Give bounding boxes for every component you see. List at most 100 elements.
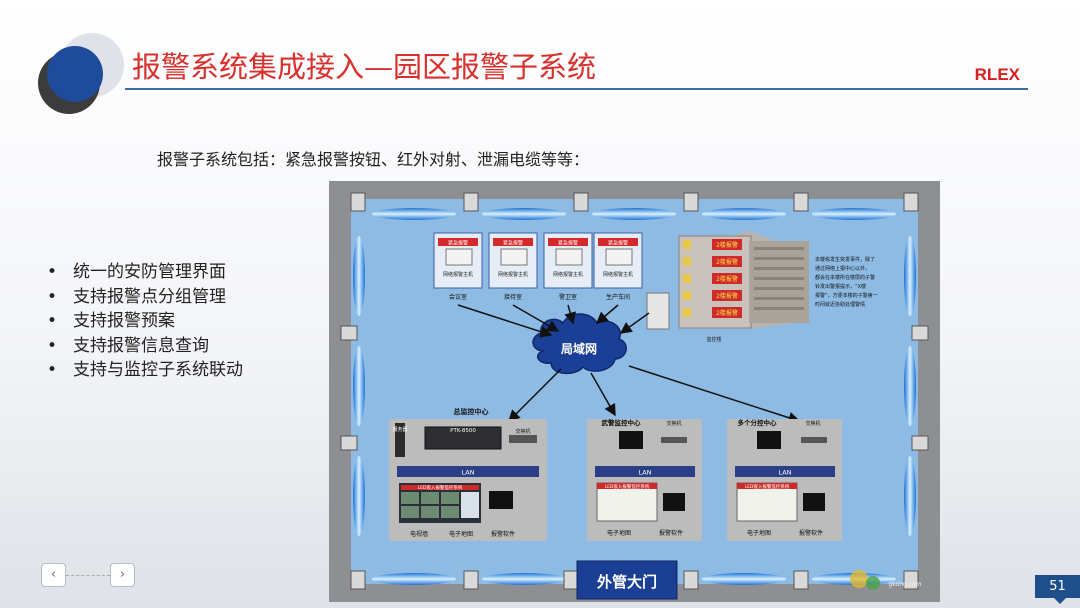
feature-item: 支持报警点分组管理 xyxy=(47,285,243,310)
ir-detector xyxy=(683,570,699,590)
ir-beam xyxy=(372,208,456,220)
center-item: 电子地图 xyxy=(449,530,473,538)
prev-slide-button[interactable]: ‹ xyxy=(41,563,66,587)
svg-text:报警”，方便本楼的子警第一: 报警”，方便本楼的子警第一 xyxy=(815,292,878,299)
panel-text: 网络报警主机 xyxy=(443,271,473,278)
feature-list: 统一的安防管理界面 支持报警点分组管理 支持报警预案 支持报警信息查询 支持与监… xyxy=(47,260,243,383)
alarm-host-device xyxy=(646,292,670,330)
gate-label: 外管大门 xyxy=(596,573,657,591)
ir-detector xyxy=(340,325,358,341)
ir-detector xyxy=(911,435,929,451)
network-links xyxy=(457,304,801,424)
ir-detector xyxy=(350,570,366,590)
panel-caption: 生产车间 xyxy=(606,293,630,301)
link-arrow xyxy=(507,368,562,423)
feature-item: 支持报警预案 xyxy=(47,309,243,334)
panel-header: 紧急报警 xyxy=(558,240,578,247)
ir-detector xyxy=(573,192,589,212)
ir-detectors xyxy=(340,192,929,590)
link-arrow xyxy=(564,304,576,325)
panel-text: 网络报警主机 xyxy=(553,271,583,278)
ir-detector xyxy=(903,192,919,212)
building-caption: 监控楼 xyxy=(706,336,721,343)
ir-beam xyxy=(592,208,676,220)
ir-detector xyxy=(463,570,479,590)
alarm-system-diagram: 紧急报警 网络报警主机 会议室 紧急报警 网络报警主机 接待室 紧急报警 网络报… xyxy=(329,181,940,602)
panel-text: 网络报警主机 xyxy=(603,271,633,278)
control-center-main: 总监控中心 服务器 PTK-8500 交换机 LAN LED嵌入报警监控系统 电… xyxy=(389,407,547,541)
panel-caption: 会议室 xyxy=(449,293,467,301)
link-arrow xyxy=(457,304,553,338)
alarm-panel: 紧急报警 网络报警主机 接待室 xyxy=(488,232,538,301)
alarm-panel: 紧急报警 网络报警主机 警卫室 xyxy=(543,232,593,301)
slide-title: 报警系统集成接入—园区报警子系统 xyxy=(132,50,597,84)
ir-detector xyxy=(793,570,809,590)
svg-text:时间就近协助处理警情: 时间就近协助处理警情 xyxy=(815,301,865,308)
floor-alarm-tag: 2楼报警 xyxy=(716,309,738,317)
infrared-beams xyxy=(353,208,916,585)
alarm-panel: 紧急报警 网络报警主机 会议室 xyxy=(433,232,483,301)
panel-text: 网络报警主机 xyxy=(498,271,528,278)
control-center-police: 武警监控中心 交换机 LAN LED嵌入报警监控系统 电子地图 报警软件 xyxy=(587,418,702,541)
nav-divider xyxy=(66,575,110,576)
lan-cloud: 局域网 xyxy=(532,313,627,375)
ir-beam xyxy=(482,208,566,220)
feature-item: 支持报警信息查询 xyxy=(47,334,243,359)
center-title: 总监控中心 xyxy=(454,407,489,416)
center-title: 武警监控中心 xyxy=(602,418,642,427)
panel-header: 紧急报警 xyxy=(608,240,628,247)
panel-header: 紧急报警 xyxy=(503,240,523,247)
ir-beam xyxy=(702,208,786,220)
floor-alarm-tag: 2楼报警 xyxy=(716,275,738,283)
page-number: 51 xyxy=(1035,575,1080,604)
ir-beam xyxy=(353,456,365,536)
ir-detector xyxy=(340,435,358,451)
logo-disc-blue xyxy=(47,46,103,102)
ir-detector xyxy=(683,192,699,212)
ir-beam xyxy=(904,456,916,536)
floor-alarm-tag: 2楼报警 xyxy=(716,241,738,249)
switch-label: 交换机 xyxy=(805,420,820,427)
ir-beam xyxy=(702,573,786,585)
center-item: 报警软件 xyxy=(799,529,823,537)
link-arrow xyxy=(590,372,616,417)
ir-beam xyxy=(353,346,365,426)
watermark: gkong.com xyxy=(850,570,922,590)
center-item: 电子地图 xyxy=(607,529,631,537)
alarm-panel: 紧急报警 网络报警主机 生产车间 xyxy=(593,232,643,301)
server-label: 服务器 xyxy=(392,426,407,433)
ir-beam xyxy=(482,573,566,585)
center-item: 电子地图 xyxy=(747,529,771,537)
ir-detector xyxy=(911,325,929,341)
link-arrow xyxy=(619,312,650,334)
svg-text:铃发出警报提示，“X楼: 铃发出警报提示，“X楼 xyxy=(815,283,866,290)
link-arrow xyxy=(628,365,801,424)
ir-detector xyxy=(563,570,579,590)
center-item: 报警软件 xyxy=(659,529,683,537)
lan-bar: LAN xyxy=(638,469,651,477)
switch-label: 交换机 xyxy=(666,420,681,427)
svg-text:通过网络上报中心以外，: 通过网络上报中心以外， xyxy=(815,265,870,272)
center-item: 报警软件 xyxy=(491,530,515,538)
device-model: PTK-8500 xyxy=(450,428,476,434)
panel-caption: 接待室 xyxy=(504,293,522,301)
next-slide-button[interactable]: › xyxy=(110,563,135,587)
floor-alarm-tag: 2楼报警 xyxy=(716,292,738,300)
ir-beam xyxy=(372,573,456,585)
link-arrow xyxy=(595,304,619,324)
main-gate: 外管大门 xyxy=(576,560,678,600)
ir-beam xyxy=(812,208,896,220)
building: 2楼报警 2楼报警 2楼报警 2楼报警 2楼报警 监控楼 xyxy=(678,231,809,343)
floor-alarm-signs xyxy=(683,239,742,318)
feature-item: 统一的安防管理界面 xyxy=(47,260,243,285)
led-title: LED嵌入报警监控系统 xyxy=(605,483,650,490)
svg-text:gkong.com: gkong.com xyxy=(888,581,921,588)
lan-bar: LAN xyxy=(778,469,791,477)
title-rule xyxy=(125,88,1028,90)
ir-detector xyxy=(463,192,479,212)
switch-label: 交换机 xyxy=(515,428,530,435)
ir-detector xyxy=(903,570,919,590)
ir-detector xyxy=(793,192,809,212)
ir-beam xyxy=(904,346,916,426)
lan-bar: LAN xyxy=(461,469,474,477)
